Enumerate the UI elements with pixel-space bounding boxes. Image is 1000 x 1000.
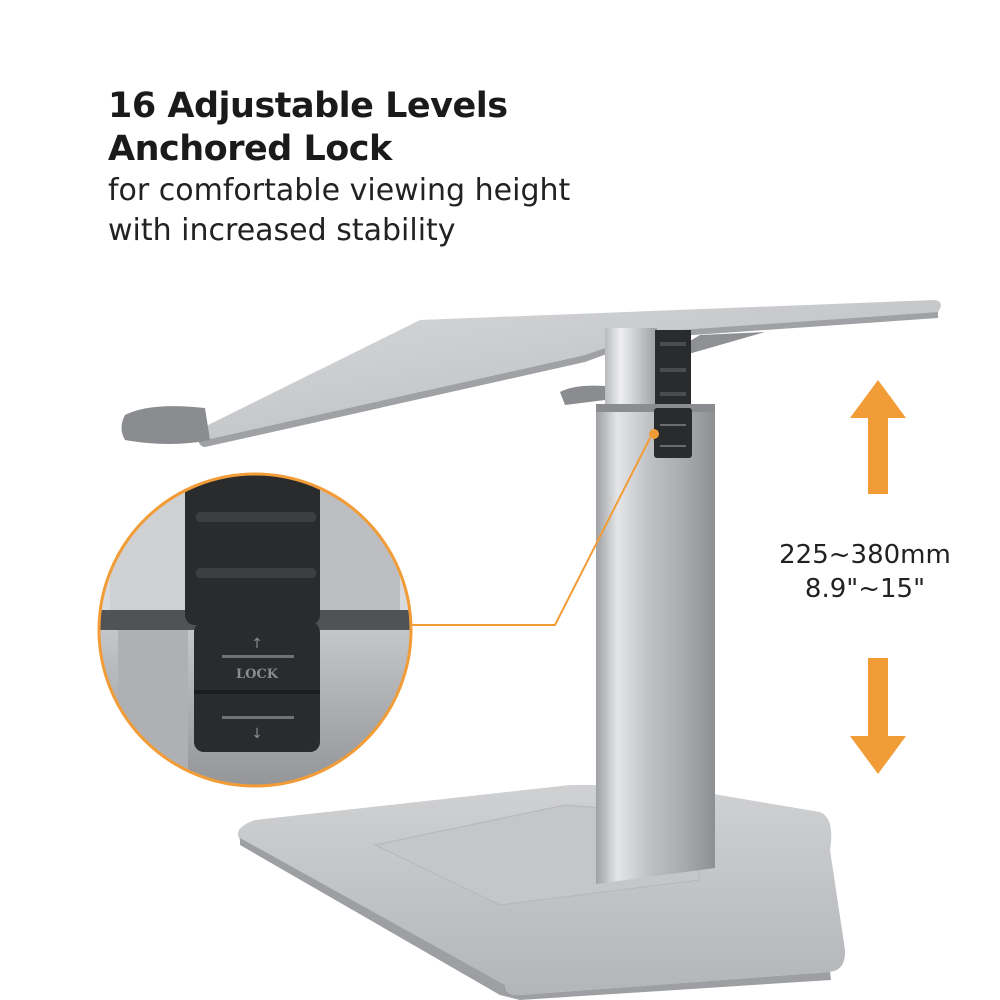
down-arrow-icon bbox=[850, 658, 906, 774]
height-range-metric: 225~380mm bbox=[779, 540, 951, 570]
svg-text:↑: ↑ bbox=[251, 636, 263, 652]
lock-label: LOCK bbox=[236, 667, 279, 682]
callout-line bbox=[408, 429, 659, 626]
inner-pole bbox=[605, 328, 657, 418]
stand-tray bbox=[121, 300, 941, 447]
up-arrow-icon bbox=[850, 380, 906, 494]
zoom-callout: ↑ LOCK ↓ bbox=[97, 472, 413, 788]
subheadline-height: for comfortable viewing height bbox=[108, 173, 571, 208]
svg-text:↓: ↓ bbox=[251, 726, 263, 742]
subheadline-stability: with increased stability bbox=[108, 213, 456, 248]
headline-levels: 16 Adjustable Levels bbox=[108, 86, 508, 126]
lock-clip-icon bbox=[654, 408, 692, 458]
headline-block: 16 Adjustable Levels Anchored Lock for c… bbox=[108, 85, 570, 251]
headline-lock: Anchored Lock bbox=[108, 129, 392, 169]
height-range: 225~380mm 8.9"~15" bbox=[760, 538, 970, 606]
height-range-imperial: 8.9"~15" bbox=[804, 574, 926, 604]
outer-pole bbox=[596, 404, 715, 884]
stand-base bbox=[237, 785, 846, 1000]
